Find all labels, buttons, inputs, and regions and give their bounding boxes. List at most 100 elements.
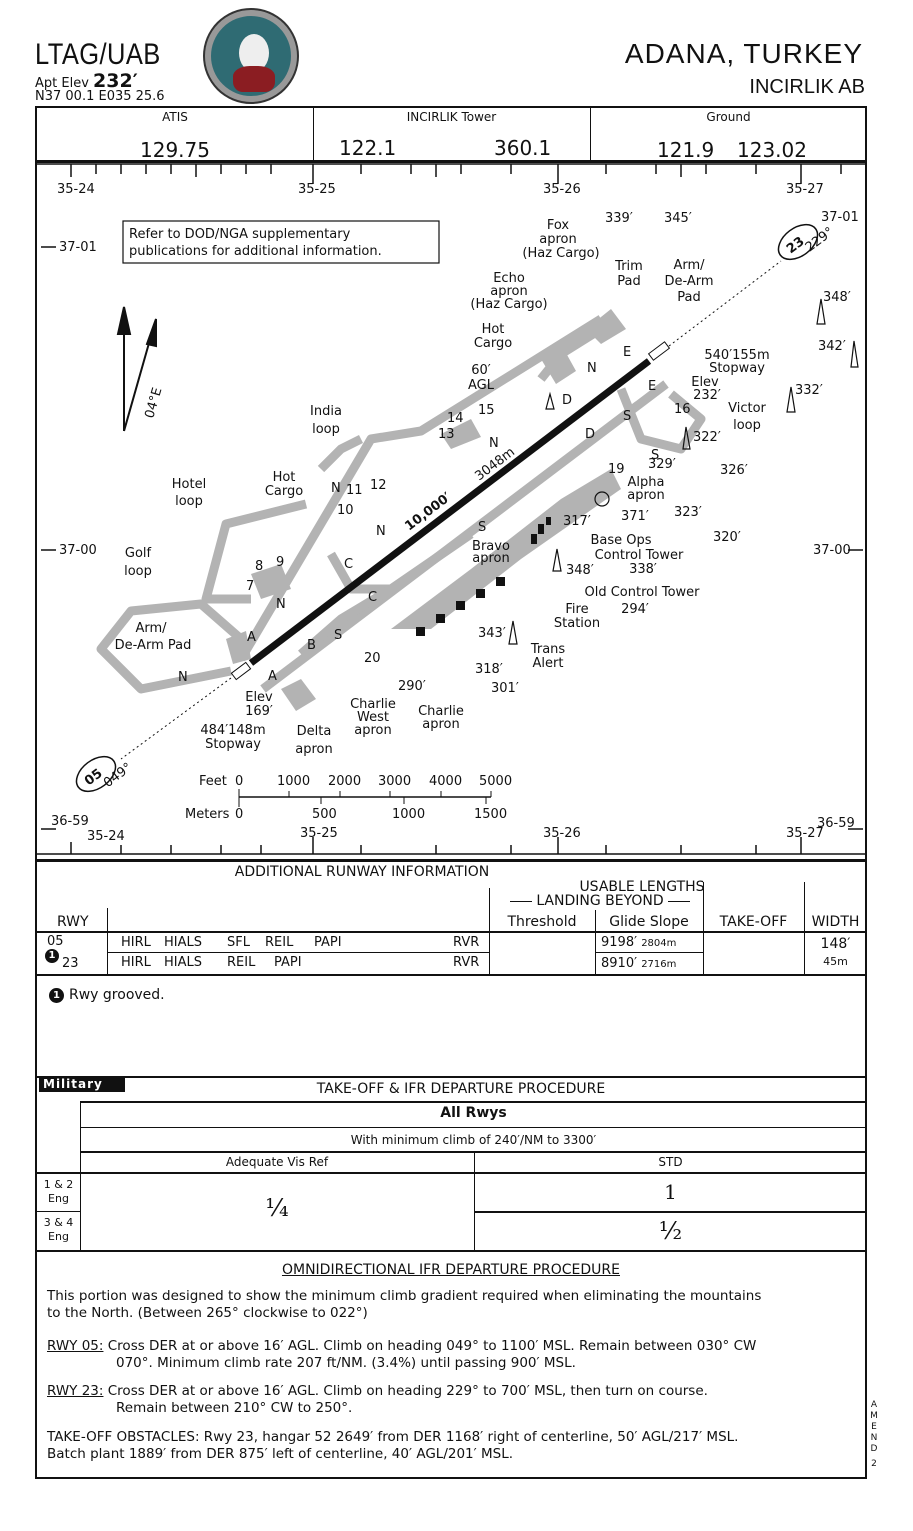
obst: 323′ <box>674 505 702 520</box>
c: M <box>870 1411 878 1421</box>
runway-05-23[interactable] <box>248 358 652 666</box>
apt-elev: 232′ <box>93 70 138 92</box>
glide-23: 8910′ 2716m <box>601 956 676 971</box>
col-width: WIDTH <box>811 914 860 930</box>
width-ft: 148′ <box>820 936 851 952</box>
obst: 345′ <box>664 211 692 226</box>
spot: 14 <box>447 411 464 426</box>
omni-title-text: OMNIDIRECTIONAL IFR DEPARTURE PROCEDURE <box>281 1262 620 1278</box>
c: N <box>870 1433 878 1443</box>
hotel-2: loop <box>175 494 203 509</box>
lon-bot-4: 35-27 <box>786 826 824 841</box>
stop05-2: Stopway <box>205 737 261 752</box>
india-apron-shape <box>441 419 481 449</box>
scale-meters-label: Meters <box>185 807 230 822</box>
col-std: STD <box>658 1155 683 1169</box>
spot: 8 <box>255 559 263 574</box>
spot: 9 <box>276 555 284 570</box>
glide-m: 2716m <box>641 959 677 970</box>
baseops: Base Ops <box>590 533 651 548</box>
runway-info-title: ADDITIONAL RUNWAY INFORMATION <box>234 864 490 880</box>
military-label: Military <box>39 1077 125 1092</box>
omni-title: OMNIDIRECTIONAL IFR DEPARTURE PROCEDURE <box>35 1262 867 1278</box>
usable-lengths: USABLE LENGTHS <box>579 879 705 895</box>
bravo-2: apron <box>472 551 509 566</box>
twy: A <box>247 630 256 645</box>
c: A <box>870 1400 878 1410</box>
trim-2: Pad <box>617 274 640 289</box>
rwy-23: 23 <box>62 956 79 971</box>
obst: 348′ <box>823 290 851 305</box>
lat-left-1: 37-01 <box>59 240 97 255</box>
omni-rwy23: RWY 23: Cross DER at or above 16′ AGL. C… <box>47 1383 708 1417</box>
fire-1: Fire <box>565 602 588 617</box>
line: TAKE-OFF OBSTACLES: Rwy 23, hangar 52 26… <box>47 1429 739 1445</box>
stop05-1: 484′148m <box>200 723 265 738</box>
light: HIALS <box>164 955 202 970</box>
armne-2: De-Arm <box>664 274 713 289</box>
twy: S <box>334 628 342 643</box>
twy: S <box>651 448 659 463</box>
spot: 16 <box>674 402 691 417</box>
scale-bar: Feet 0 1000 2000 3000 4000 5000 Meters 0… <box>185 774 512 822</box>
note-marker: 1 <box>49 988 64 1003</box>
stopway-23 <box>647 341 671 361</box>
apt-elev-label: Apt Elev 232′ <box>35 70 138 92</box>
twy: D <box>585 427 595 442</box>
col-takeoff: TAKE-OFF <box>719 914 788 930</box>
col-rwy: RWY <box>57 914 89 930</box>
echo-apron-shape <box>541 344 576 384</box>
scale-feet: 5000 <box>479 774 512 789</box>
airport-coords: N37 00.1 E035 25.6 <box>35 89 165 104</box>
golf-2: loop <box>124 564 152 579</box>
delta-2: apron <box>295 742 332 757</box>
note-line-2: publications for additional information. <box>129 244 382 259</box>
buildings <box>416 517 551 636</box>
rvr-05: RVR <box>453 935 480 950</box>
scale-m: 1500 <box>474 807 507 822</box>
tower-label: INCIRLIK Tower <box>406 110 497 124</box>
light: HIRL <box>121 955 151 970</box>
elev05-2: 169′ <box>245 704 273 719</box>
oldtower-2: 294′ <box>621 602 649 617</box>
obstacle-heights: 339′ 345′ 348′ 342′ 332′ 322′ 329′ 326′ … <box>398 211 851 696</box>
grid-ticks <box>37 163 865 855</box>
fox-1: Fox <box>547 218 570 233</box>
line: Cross DER at or above 16′ AGL. Climb on … <box>107 1383 708 1399</box>
c: 2 <box>871 1459 877 1469</box>
golf-1: Golf <box>125 546 152 561</box>
scale-m: 500 <box>312 807 337 822</box>
lon-top-1: 35-24 <box>57 182 95 197</box>
agl-2: AGL <box>468 378 495 393</box>
light: SFL <box>227 935 250 950</box>
bravo-1: Bravo <box>472 539 510 554</box>
lat-left-3: 36-59 <box>51 814 89 829</box>
obst: 326′ <box>720 463 748 478</box>
arm-pad-sw-shape <box>226 631 251 664</box>
armne-1: Arm/ <box>673 258 705 273</box>
grid-labels: 35-24 35-25 35-26 35-27 35-24 35-25 35-2… <box>51 182 859 844</box>
spot: 12 <box>370 478 387 493</box>
armne-3: Pad <box>677 290 700 305</box>
width-m: 45m <box>823 955 848 968</box>
row1-b: Eng <box>48 1192 69 1205</box>
twy: A <box>268 669 277 684</box>
airport-name: INCIRLIK AB <box>749 76 865 98</box>
fox-2: apron <box>539 232 576 247</box>
logo <box>205 10 297 102</box>
hotcargo-n-2: Cargo <box>474 336 512 351</box>
charlie-1: Charlie <box>418 704 464 719</box>
obst: 317′ <box>563 514 591 529</box>
note-1-marker: 1 <box>45 949 59 963</box>
scale-m: 1000 <box>392 807 425 822</box>
row2-b: Eng <box>48 1230 69 1243</box>
hotcargo-n-1: Hot <box>482 322 505 337</box>
runway-end-23: 23 229° <box>777 223 837 261</box>
ground-freq-1: 121.9 <box>657 138 715 162</box>
ctltower-1: Control Tower <box>595 548 684 563</box>
lat-right-2: 37-00 <box>813 543 851 558</box>
